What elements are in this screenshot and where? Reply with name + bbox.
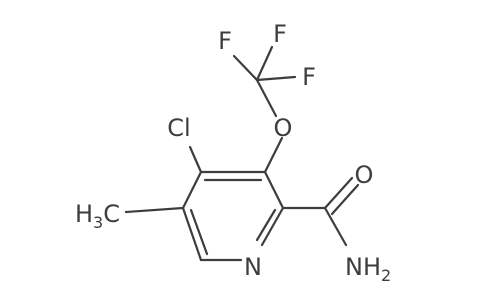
methyl-h: H <box>75 200 93 228</box>
bond-cf3-f-left <box>232 54 259 82</box>
bond-c5-c4 <box>181 170 203 210</box>
atom-f-top-left: F <box>218 27 232 55</box>
atom-methyl: H3C <box>75 200 120 232</box>
bond-cf3-f-top <box>255 45 274 82</box>
bond-o-c3 <box>263 136 284 174</box>
atom-labels: F F F O Cl H3C N O NH2 <box>75 20 391 285</box>
atom-f-right: F <box>302 63 316 91</box>
bond-c6-c5-inner <box>189 208 209 256</box>
bond-c2-n <box>260 206 285 247</box>
atom-oxygen-ether: O <box>274 114 293 142</box>
bond-c5-ch3 <box>124 206 185 214</box>
atom-oxygen-carbonyl: O <box>355 161 374 189</box>
bond-camide-o <box>323 176 354 210</box>
bond-camide-n <box>323 206 348 247</box>
atom-nitrogen-ring: N <box>244 253 262 281</box>
amide-n: N <box>345 253 363 281</box>
bond-c4-cl <box>188 145 203 174</box>
bonds <box>124 45 360 262</box>
bond-camide-o-inner <box>330 183 360 216</box>
bond-cf3-f-right <box>255 75 297 82</box>
bond-cf3-o <box>255 78 278 118</box>
bond-c3-c2 <box>263 170 285 210</box>
bond-c6-c5 <box>181 206 203 262</box>
atom-f-top-right: F <box>273 20 287 48</box>
amide-h: H <box>363 253 381 281</box>
atom-amide-nh2: NH2 <box>345 253 391 285</box>
bond-c2-n-inner <box>255 208 277 242</box>
methyl-c: C <box>103 200 120 228</box>
amide-subscript: 2 <box>381 266 391 285</box>
methyl-subscript: 3 <box>93 213 103 232</box>
atom-chlorine: Cl <box>167 114 190 142</box>
